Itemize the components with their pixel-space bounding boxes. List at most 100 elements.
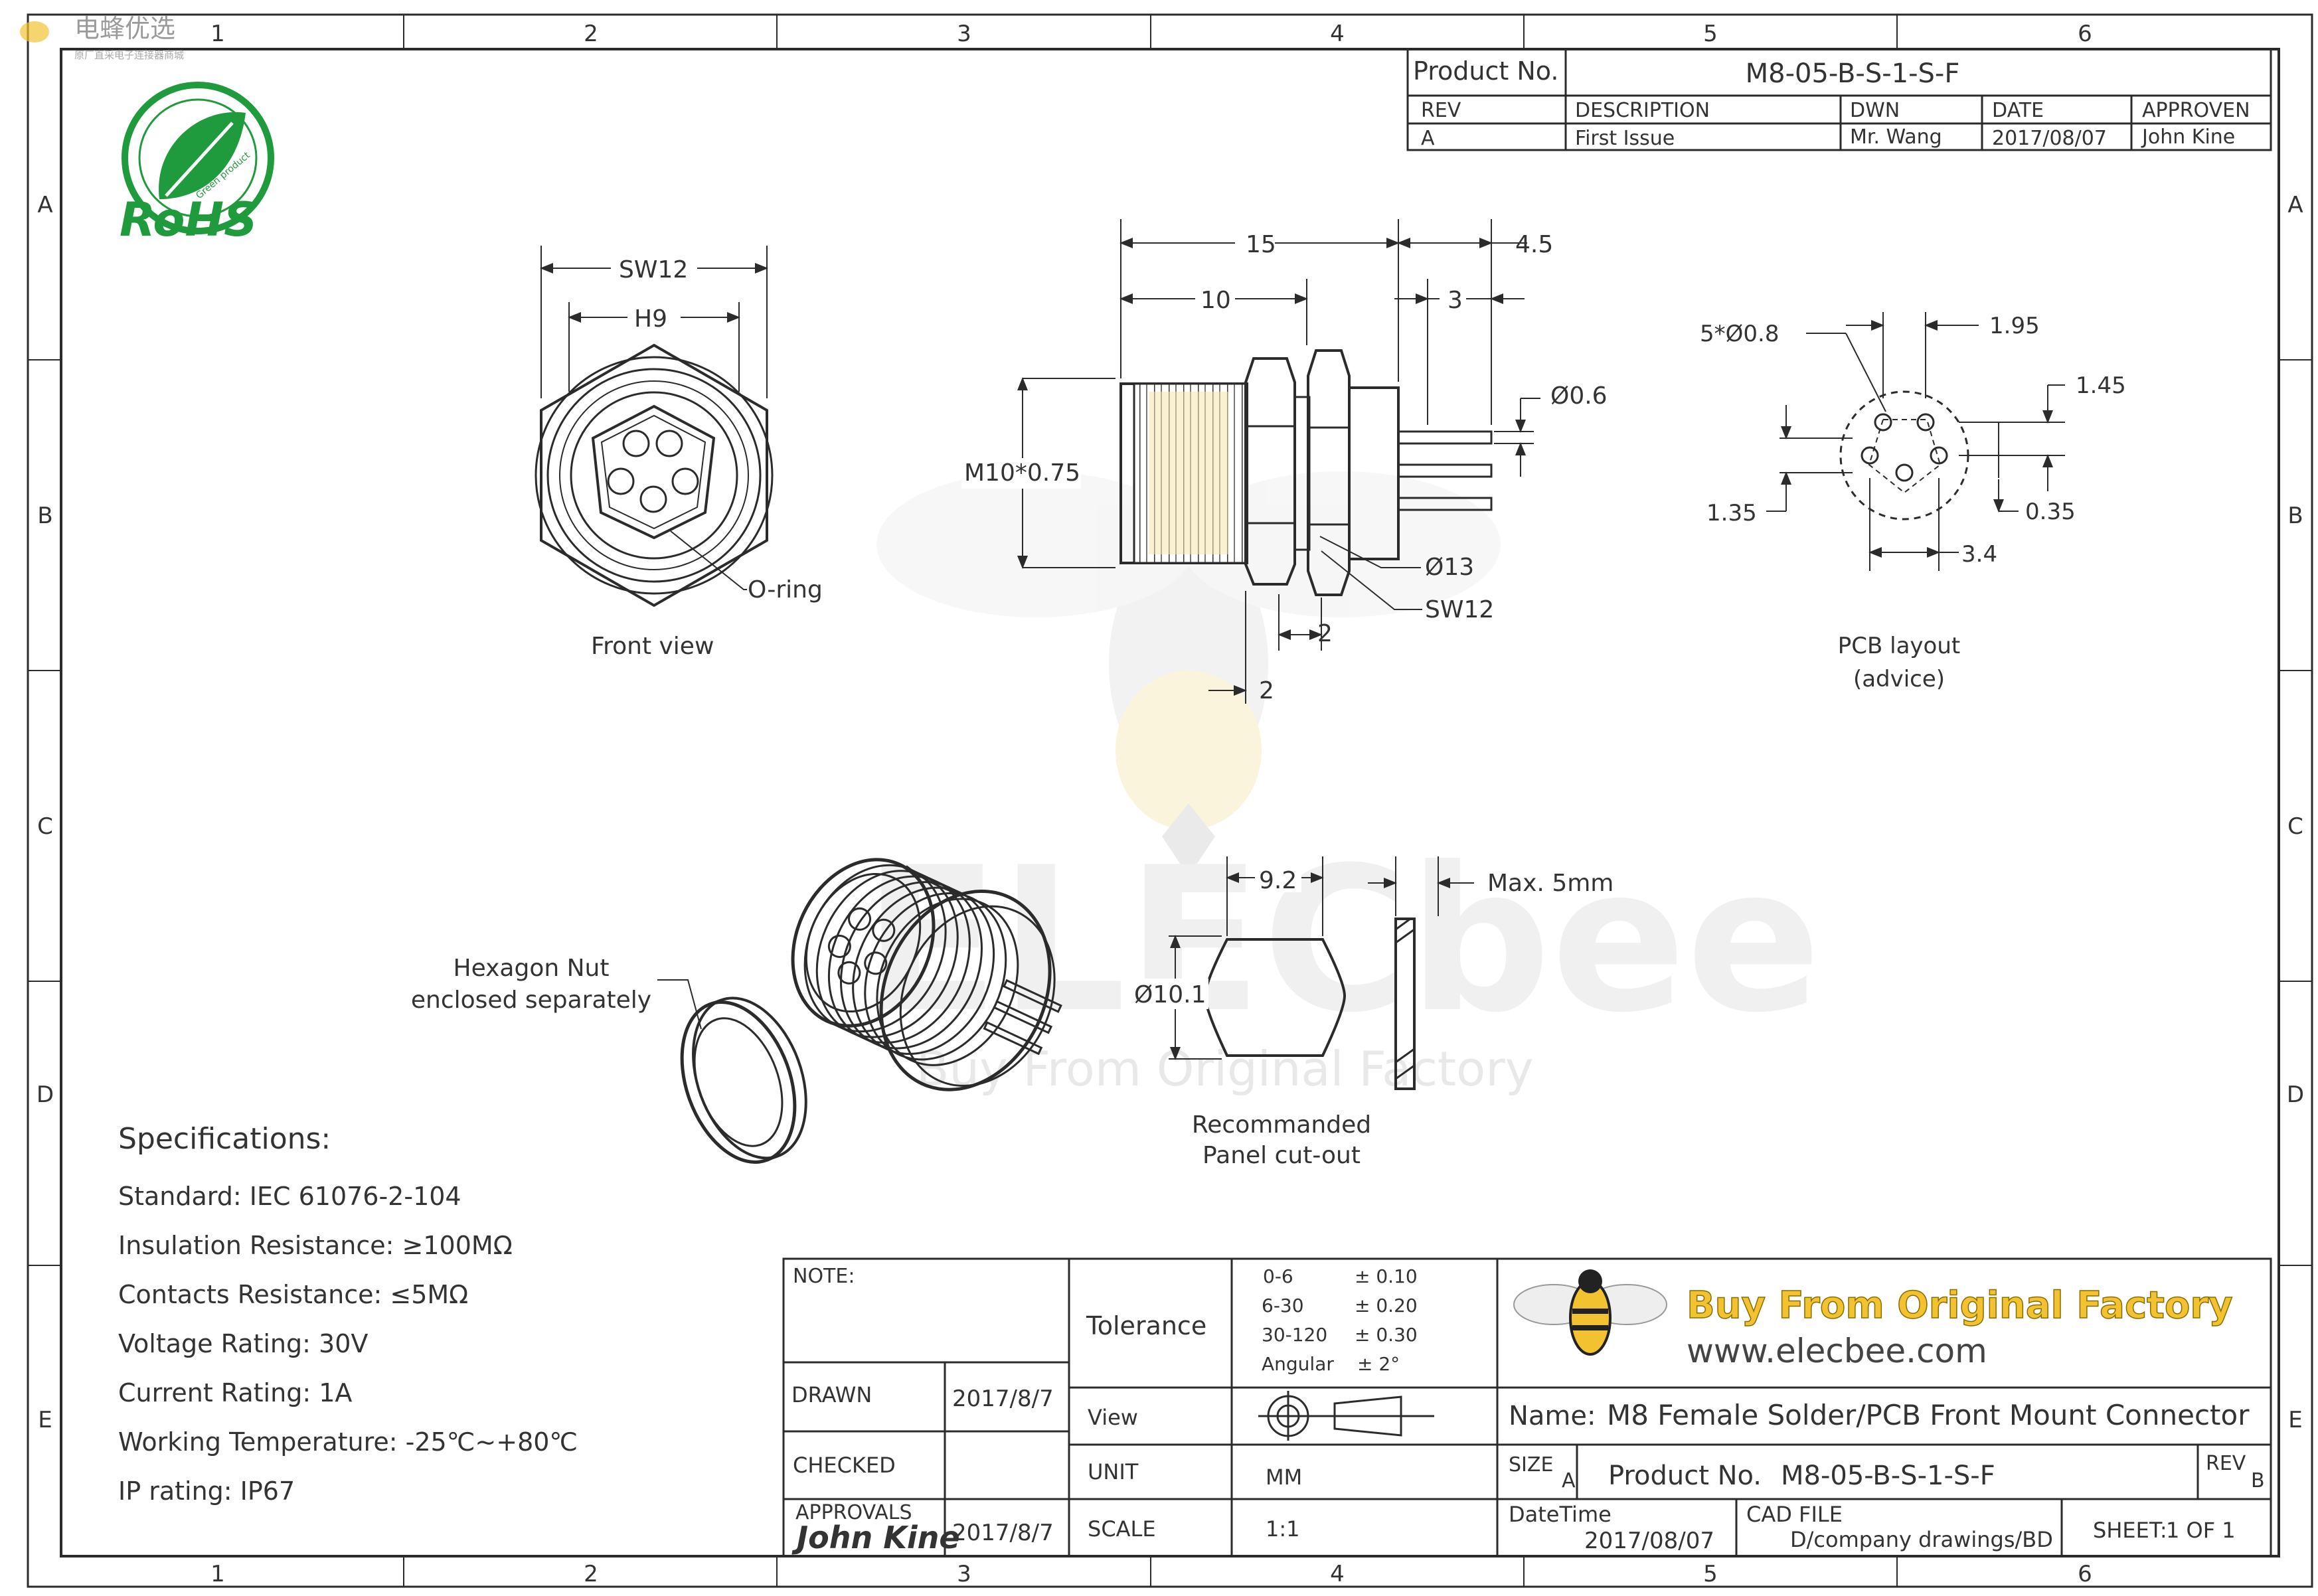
pcb-layout [1766, 312, 2065, 571]
size-value: A [1562, 1469, 1576, 1492]
pcb-dim-1-45: 1.45 [2076, 372, 2126, 399]
size-label: SIZE [1509, 1453, 1553, 1476]
col-label-top-3: 3 [957, 21, 971, 47]
spec-item: Working Temperature: -25℃~+80℃ [118, 1427, 578, 1457]
rohs-logo: Green product RoHS [120, 82, 274, 247]
pcb-labels: 5*Ø0.8 1.95 1.45 1.35 0.35 3.4 PCB layou… [1700, 313, 2126, 692]
product-no-label: Product No. [1413, 56, 1558, 86]
thread-spec: M10*0.75 [964, 459, 1080, 487]
front-view-labels: SW12 H9 O-ring Front view [591, 251, 823, 660]
tol-range: 30-120 [1262, 1324, 1327, 1346]
row-label-right-d: D [2287, 1081, 2304, 1108]
sheet-value: 1 OF 1 [2166, 1518, 2236, 1543]
cutout-max-thickness: Max. 5mm [1487, 870, 1614, 897]
spec-item: Standard: IEC 61076-2-104 [118, 1182, 461, 1211]
tol-value: ± 0.10 [1355, 1265, 1418, 1287]
approven-value: John Kine [2141, 125, 2235, 149]
scale-value: 1:1 [1266, 1516, 1300, 1542]
name-label: Name: [1509, 1401, 1596, 1431]
row-label-left-d: D [37, 1081, 54, 1108]
spec-item: Voltage Rating: 30V [118, 1329, 368, 1358]
oring-callout: O-ring [748, 576, 823, 603]
view-label: View [1088, 1405, 1138, 1430]
drawn-date: 2017/8/7 [952, 1386, 1054, 1412]
site-logo: 电蜂优选 原厂直采电子连接器商城 [20, 14, 184, 61]
pcb-caption: PCB layout [1838, 633, 1960, 659]
specifications: Specifications: Standard: IEC 61076-2-10… [118, 1122, 578, 1506]
tol-value: ± 2° [1357, 1353, 1400, 1375]
dim-4-5: 4.5 [1515, 231, 1553, 258]
dwn-header: DWN [1850, 99, 1900, 122]
col-label-top-2: 2 [584, 21, 598, 47]
specs-title: Specifications: [118, 1122, 331, 1156]
spec-item: Current Rating: 1A [118, 1378, 352, 1407]
spec-item: Contacts Resistance: ≤5MΩ [118, 1280, 468, 1309]
revision-table: Product No. M8-05-B-S-1-S-F REV DESCRIPT… [1406, 48, 2272, 151]
isometric-view [657, 858, 1062, 1164]
unit-value: MM [1266, 1465, 1302, 1490]
tol-range: 6-30 [1262, 1295, 1304, 1317]
watermark-brand: ELECbee [863, 825, 1821, 1056]
nut-note: Hexagon Nut enclosed separately [411, 955, 651, 1014]
col-label-top-6: 6 [2078, 21, 2092, 47]
drawn-label: DRAWN [791, 1382, 872, 1407]
dim-3: 3 [1448, 287, 1463, 314]
date-value: 2017/08/07 [1992, 127, 2107, 150]
brand-website: www.elecbee.com [1687, 1332, 1987, 1370]
description-value: First Issue [1575, 127, 1675, 150]
title-block-text: NOTE: DRAWN 2017/8/7 CHECKED APPROVALS J… [791, 1265, 2265, 1556]
col-label-bottom-1: 1 [210, 1561, 225, 1587]
pcb-caption-advice: (advice) [1853, 666, 1945, 692]
front-view-caption: Front view [591, 633, 714, 660]
row-label-left-b: B [37, 503, 52, 529]
rev-header: REV [1421, 99, 1461, 122]
row-label-left-c: C [37, 813, 53, 840]
dim-2-nut: 2 [1317, 620, 1333, 647]
cutout-dim-10-1: Ø10.1 [1134, 981, 1206, 1008]
grid-labels: 1 2 3 4 5 6 1 2 3 4 5 6 A B C D E A B C … [37, 21, 2304, 1587]
nut-note-line1: Hexagon Nut [454, 955, 610, 982]
pn-label: Product No. [1608, 1461, 1762, 1491]
col-label-bottom-2: 2 [584, 1561, 598, 1587]
row-label-left-a: A [37, 192, 52, 218]
dwn-value: Mr. Wang [1850, 125, 1942, 149]
row-label-right-b: B [2287, 503, 2303, 529]
site-logo-cn: 电蜂优选 [74, 14, 175, 43]
approven-header: APPROVEN [2142, 99, 2250, 122]
dim-15: 15 [1246, 231, 1276, 258]
cad-file-label: CAD FILE [1746, 1502, 1843, 1527]
col-label-bottom-5: 5 [1703, 1561, 1718, 1587]
row-label-left-e: E [38, 1407, 52, 1433]
approval-signature: John Kine [791, 1520, 960, 1556]
tol-value: ± 0.20 [1355, 1295, 1418, 1317]
row-label-right-a: A [2287, 192, 2303, 218]
rev-value: A [1421, 127, 1435, 150]
title-block [782, 1257, 2272, 1557]
site-logo-sub: 原厂直采电子连接器商城 [74, 49, 184, 61]
unit-label: UNIT [1088, 1459, 1139, 1484]
note-label: NOTE: [793, 1265, 855, 1288]
spec-item: Insulation Resistance: ≥100MΩ [118, 1231, 513, 1260]
rev-label: REV [2206, 1452, 2246, 1475]
approvals-label: APPROVALS [795, 1501, 912, 1524]
col-label-top-4: 4 [1330, 21, 1345, 47]
brand-slogan: Buy From Original Factory [1687, 1284, 2233, 1327]
checked-label: CHECKED [793, 1453, 896, 1478]
front-view [535, 246, 774, 607]
dim-10: 10 [1200, 287, 1231, 314]
description-header: DESCRIPTION [1575, 99, 1710, 122]
col-label-top-5: 5 [1703, 21, 1718, 47]
spec-item: IP rating: IP67 [118, 1476, 295, 1506]
approvals-date: 2017/8/7 [952, 1520, 1054, 1546]
datetime-value: 2017/08/07 [1584, 1528, 1714, 1554]
tol-range: Angular [1262, 1353, 1334, 1375]
elecbee-logo: Buy From Original Factory www.elecbee.co… [1513, 1269, 2233, 1370]
cutout-labels: 9.2 Ø10.1 Max. 5mm Recommanded Panel cut… [1129, 863, 1614, 1169]
product-no-value: M8-05-B-S-1-S-F [1746, 58, 1960, 89]
pn-value: M8-05-B-S-1-S-F [1781, 1461, 1995, 1491]
front-sw-dim: SW12 [619, 256, 688, 283]
sheet-label: SHEET: [2093, 1518, 2167, 1543]
dim-13: Ø13 [1425, 554, 1474, 581]
pcb-holes: 5*Ø0.8 [1700, 321, 1779, 347]
dim-pin-dia: Ø0.6 [1550, 382, 1608, 410]
